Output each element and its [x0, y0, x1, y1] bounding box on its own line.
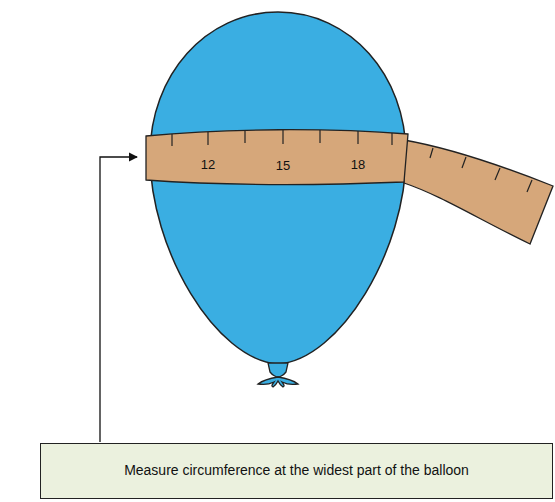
tape-number: 15 — [276, 159, 290, 172]
tape-tail — [404, 140, 553, 244]
balloon-knot-tie — [258, 377, 298, 387]
leader-arrow — [100, 157, 137, 442]
tape-ticks — [172, 130, 392, 146]
tape-number: 18 — [351, 158, 365, 171]
balloon — [150, 12, 406, 364]
tape-tail-ticks — [430, 148, 532, 192]
tape-number: 12 — [201, 158, 215, 171]
note-text: Measure circumference at the widest part… — [124, 462, 469, 480]
note-box: Measure circumference at the widest part… — [40, 443, 553, 499]
balloon-knot — [268, 363, 288, 377]
tape-band — [146, 130, 408, 185]
